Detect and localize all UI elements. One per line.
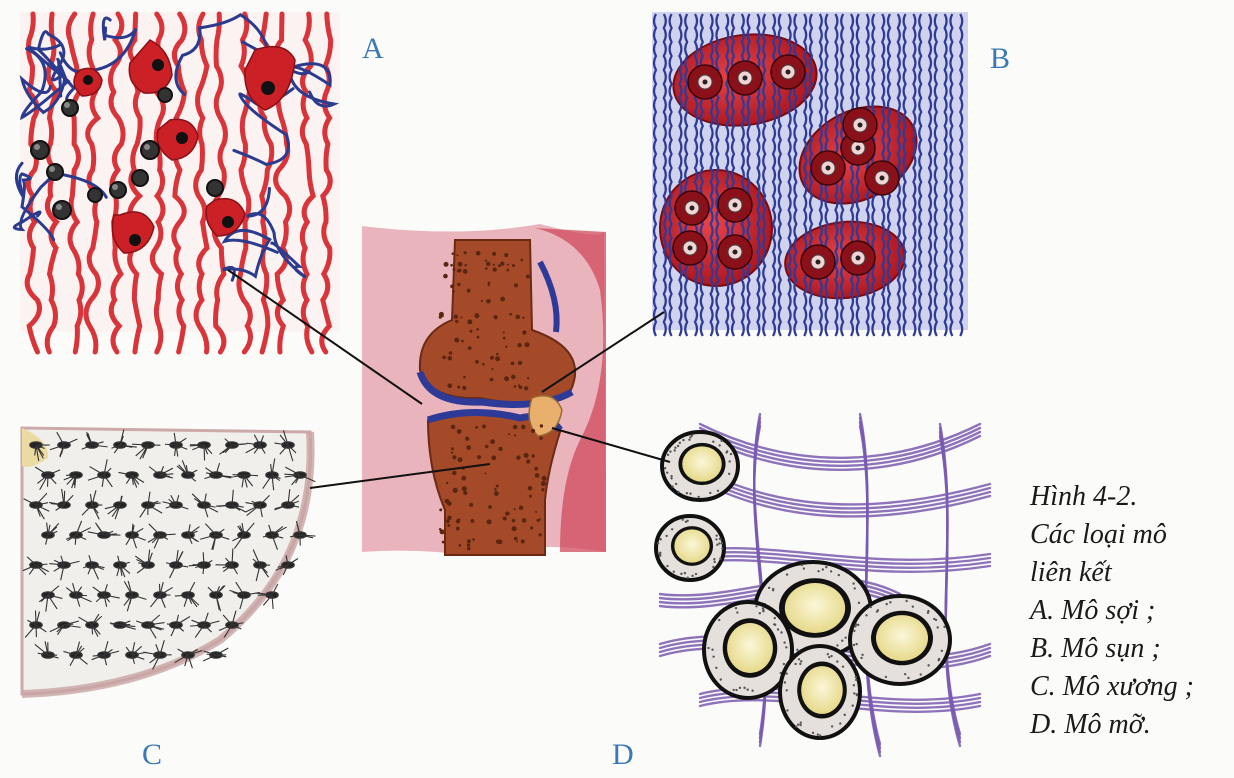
caption-item-c: C. Mô xương ; — [1030, 668, 1230, 706]
panel-a-letter: A — [362, 32, 384, 65]
caption-title-line-2: liên kết — [1030, 554, 1230, 592]
panel-b-letter: B — [990, 42, 1010, 75]
panel-d-adipose — [656, 414, 990, 756]
panel-b-cartilage — [652, 12, 968, 336]
caption-item-a: A. Mô sợi ; — [1030, 592, 1230, 630]
caption-title-line-1: Các loại mô — [1030, 516, 1230, 554]
caption-item-d: D. Mô mỡ. — [1030, 706, 1230, 744]
panel-c-letter: C — [142, 738, 162, 771]
panel-d-letter: D — [612, 738, 634, 771]
joint-illustration — [362, 224, 606, 556]
panel-a-fibrous-tissue — [14, 12, 340, 352]
caption-item-b: B. Mô sụn ; — [1030, 630, 1230, 668]
figure-caption: Hình 4-2. Các loại mô liên kết A. Mô sợi… — [1030, 478, 1230, 744]
panel-c-bone — [22, 428, 315, 694]
caption-figure-number: Hình 4-2. — [1030, 478, 1230, 516]
